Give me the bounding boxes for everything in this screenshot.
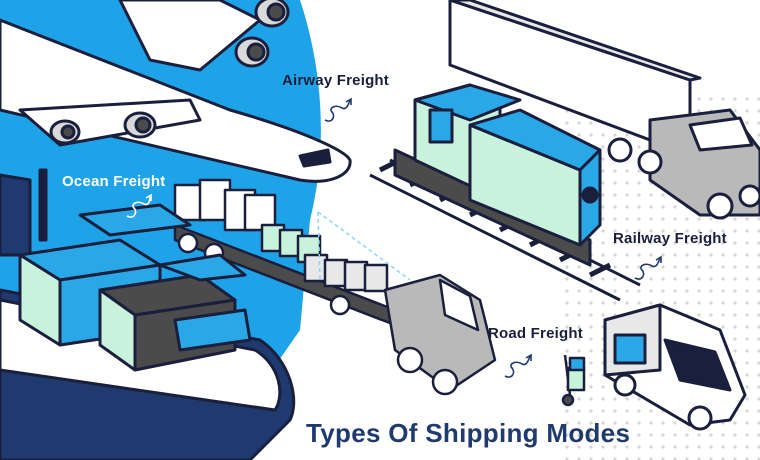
- road-freight-label: Road Freight: [488, 325, 583, 342]
- squiggle-arrow-icon: [504, 353, 532, 378]
- airway-freight-label: Airway Freight: [282, 72, 389, 89]
- hand-truck-icon: [561, 354, 586, 407]
- van-icon: [603, 303, 747, 431]
- cargo-ship-icon: [0, 168, 296, 460]
- locomotive-icon: [369, 83, 641, 302]
- airplane-icon: [0, 0, 352, 183]
- squiggle-arrow-icon: [634, 255, 662, 280]
- beam-lines: [317, 211, 411, 281]
- semi-truck-icon: [448, 0, 760, 220]
- page-title: Types Of Shipping Modes: [306, 418, 631, 448]
- squiggle-arrow-icon: [126, 193, 152, 218]
- flatbed-truck-icon: [173, 178, 497, 396]
- squiggle-arrow-icon: [324, 97, 352, 122]
- ocean-freight-label: Ocean Freight: [62, 173, 166, 190]
- railway-freight-label: Railway Freight: [613, 230, 727, 247]
